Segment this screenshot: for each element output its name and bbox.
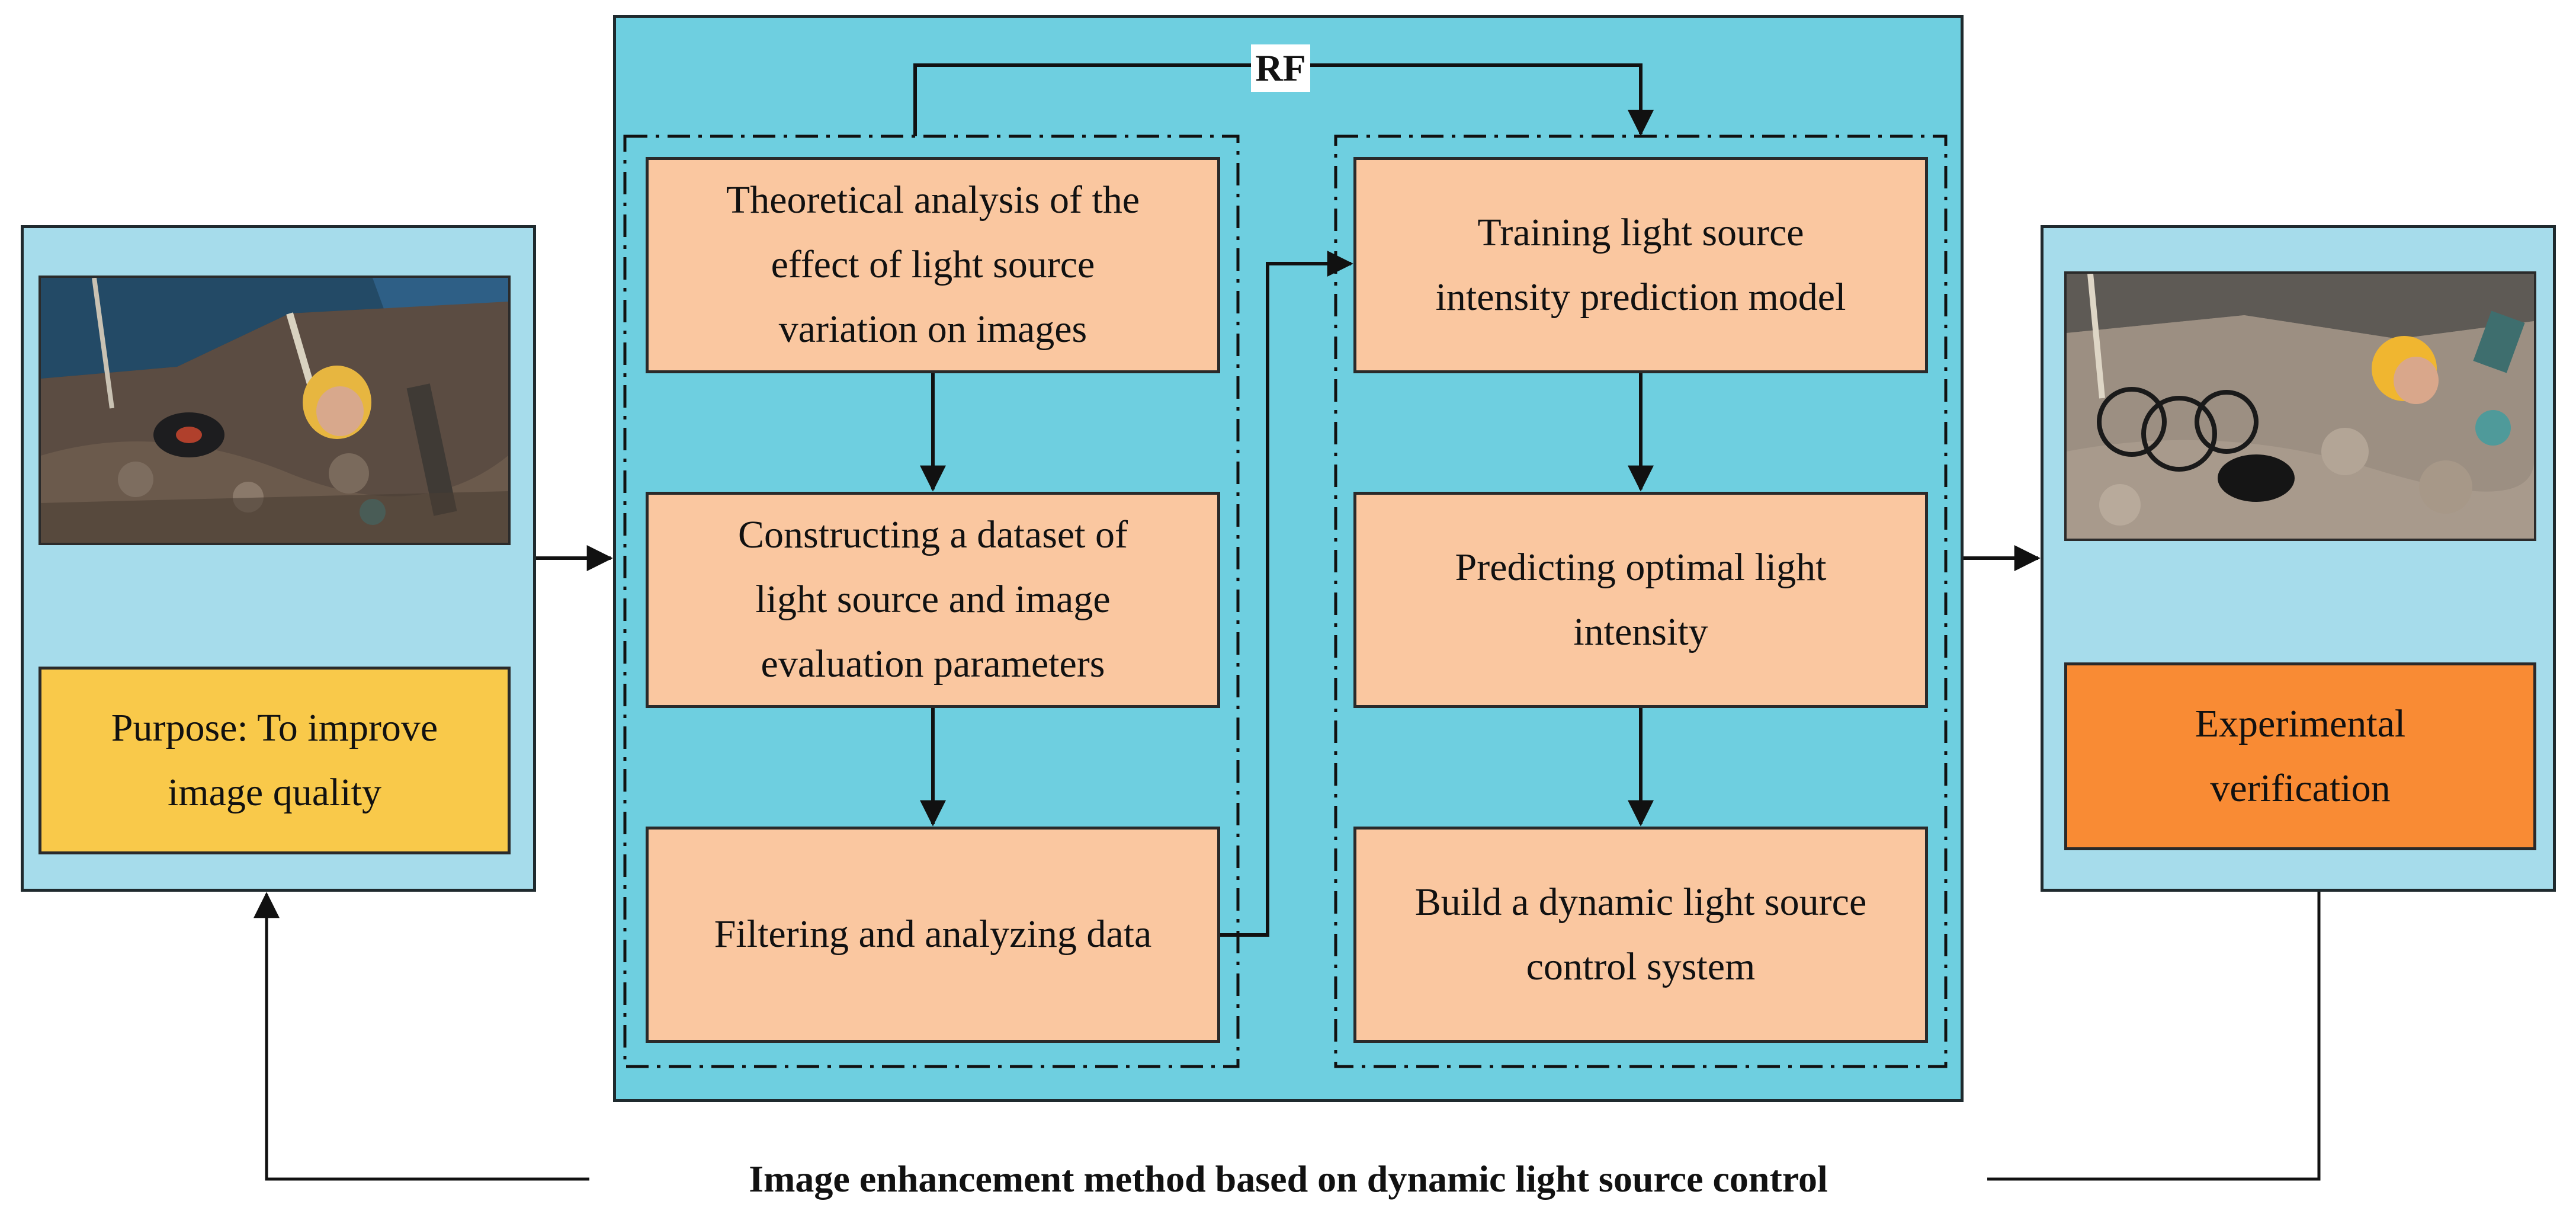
step-predict-optimal-intensity: Predicting optimal light intensity <box>1353 492 1928 708</box>
after-scene-illustration <box>2067 274 2534 539</box>
step-filter-analyze-data: Filtering and analyzing data <box>646 827 1220 1043</box>
step-build-control-system: Build a dynamic light source control sys… <box>1353 827 1928 1043</box>
step-theoretical-analysis: Theoretical analysis of the effect of li… <box>646 157 1220 373</box>
before-scene-illustration <box>41 278 508 543</box>
bottom-loop-right-segment <box>1987 892 2321 1181</box>
arrow-step3-to-step4 <box>1220 251 1353 937</box>
rf-label: RF <box>1251 44 1310 92</box>
right-group-outline <box>1334 134 1948 1068</box>
step-construct-dataset: Constructing a dataset of light source a… <box>646 492 1220 708</box>
after-scene-photo <box>2064 271 2536 541</box>
bottom-loop-left-segment <box>254 892 589 1181</box>
step-train-prediction-model: Training light source intensity predicti… <box>1353 157 1928 373</box>
purpose-box: Purpose: To improve image quality <box>39 667 511 854</box>
experimental-verification-box: Experimental verification <box>2064 662 2536 850</box>
diagram-title: Image enhancement method based on dynami… <box>749 1158 1828 1200</box>
left-group-outline <box>623 134 1240 1068</box>
before-scene-photo <box>39 276 511 545</box>
